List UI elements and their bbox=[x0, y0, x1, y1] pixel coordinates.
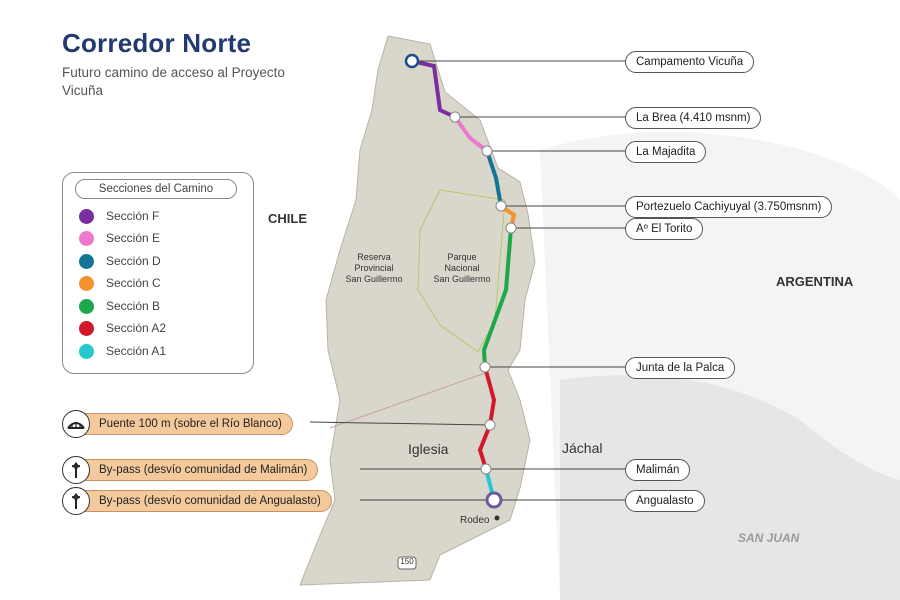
legend-swatch bbox=[79, 253, 94, 269]
waypoint-label-maliman: Malimán bbox=[625, 459, 691, 481]
road-section-e bbox=[453, 115, 489, 153]
legend-label: Sección A2 bbox=[106, 321, 167, 335]
waypoint-label-el-torito: Aº El Torito bbox=[625, 218, 704, 240]
waypoint-marker-angualasto bbox=[485, 491, 503, 509]
waypoint-marker-campamento bbox=[404, 53, 420, 69]
bridge-marker bbox=[484, 419, 496, 431]
waypoint-marker-el-torito bbox=[505, 222, 517, 234]
san-juan-region bbox=[560, 375, 900, 600]
waypoint-marker-la-brea bbox=[449, 111, 461, 123]
legend-item: Sección C bbox=[79, 273, 161, 293]
waypoint-label-portezuelo-cachiyuyal: Portezuelo Cachiyuyal (3.750msnm) bbox=[625, 196, 833, 218]
waypoint-label-la-brea: La Brea (4.410 msnm) bbox=[625, 107, 762, 129]
town-label-rodeo: Rodeo bbox=[460, 515, 490, 526]
legend-swatch bbox=[79, 208, 94, 224]
bypass-icon bbox=[62, 456, 90, 484]
waypoint-label-junta-de-la-palca: Junta de la Palca bbox=[625, 357, 736, 379]
bypass-icon bbox=[62, 487, 90, 515]
waypoint-label-angualasto: Angualasto bbox=[625, 490, 705, 512]
rodeo-marker bbox=[494, 515, 500, 521]
legend-label: Sección C bbox=[106, 276, 161, 290]
legend-title: Secciones del Camino bbox=[75, 179, 237, 199]
province-label-san-juan: SAN JUAN bbox=[738, 531, 800, 545]
legend-item: Sección A2 bbox=[79, 318, 166, 338]
park-label-line: Nacional bbox=[444, 263, 480, 273]
legend: Secciones del Camino Sección F Sección E… bbox=[62, 172, 254, 374]
province-shape bbox=[299, 35, 536, 586]
waypoint-marker-junta bbox=[479, 361, 491, 373]
reserve-label-line: San Guillermo bbox=[345, 274, 403, 284]
reserve-outline bbox=[417, 189, 506, 353]
legend-label: Sección F bbox=[106, 209, 160, 223]
road-section-f bbox=[410, 59, 457, 119]
road-section-d bbox=[485, 149, 503, 208]
legend-label: Sección E bbox=[106, 231, 161, 245]
route-shield bbox=[397, 556, 417, 570]
department-label-iglesia: Iglesia bbox=[408, 441, 449, 457]
legend-item: Sección A1 bbox=[79, 341, 166, 361]
legend-label: Sección A1 bbox=[106, 344, 167, 358]
park-label-line: San Guillermo bbox=[433, 274, 491, 284]
waypoint-marker-portezuelo bbox=[495, 200, 507, 212]
legend-item: Sección D bbox=[79, 251, 161, 271]
legend-swatch bbox=[79, 343, 94, 359]
page-title: Corredor Norte bbox=[62, 28, 252, 58]
legend-item: Sección F bbox=[79, 206, 159, 226]
park-label-line: Parque bbox=[447, 252, 477, 262]
legend-label: Sección D bbox=[106, 254, 161, 268]
reserve-label-line: Reserva bbox=[357, 252, 391, 262]
legend-swatch bbox=[79, 230, 94, 246]
department-boundary bbox=[329, 371, 489, 429]
country-label-argentina: ARGENTINA bbox=[776, 274, 854, 289]
waypoint-label-la-majadita: La Majadita bbox=[625, 141, 707, 163]
legend-item: Sección E bbox=[79, 228, 160, 248]
country-label-chile: CHILE bbox=[268, 211, 307, 226]
page-subtitle: Futuro camino de acceso al Proyecto Vicu… bbox=[62, 65, 285, 98]
waypoint-marker-maliman bbox=[480, 463, 492, 475]
legend-item: Sección B bbox=[79, 296, 160, 316]
works-label-bypass-angualasto: By-pass (desvío comunidad de Angualasto) bbox=[70, 490, 332, 512]
waypoint-label-campamento-vicuna: Campamento Vicuña bbox=[625, 51, 755, 73]
leader-lines bbox=[309, 60, 625, 501]
department-label-jachal: Jáchal bbox=[562, 440, 603, 456]
reserve-label-line: Provincial bbox=[354, 263, 394, 273]
legend-swatch bbox=[79, 298, 94, 314]
works-label-bypass-maliman: By-pass (desvío comunidad de Malimán) bbox=[70, 459, 319, 481]
reserve-label: Reserva Provincial San Guillermo bbox=[334, 252, 414, 285]
road-section-b bbox=[481, 226, 513, 369]
bridge-icon bbox=[62, 410, 90, 438]
legend-swatch bbox=[79, 275, 94, 291]
legend-swatch bbox=[79, 320, 94, 336]
waypoint-marker-la-majadita bbox=[481, 145, 493, 157]
legend-label: Sección B bbox=[106, 299, 161, 313]
route-number: 150 bbox=[400, 557, 414, 566]
park-label: Parque Nacional San Guillermo bbox=[424, 252, 500, 285]
works-label-bridge: Puente 100 m (sobre el Río Blanco) bbox=[70, 413, 293, 435]
